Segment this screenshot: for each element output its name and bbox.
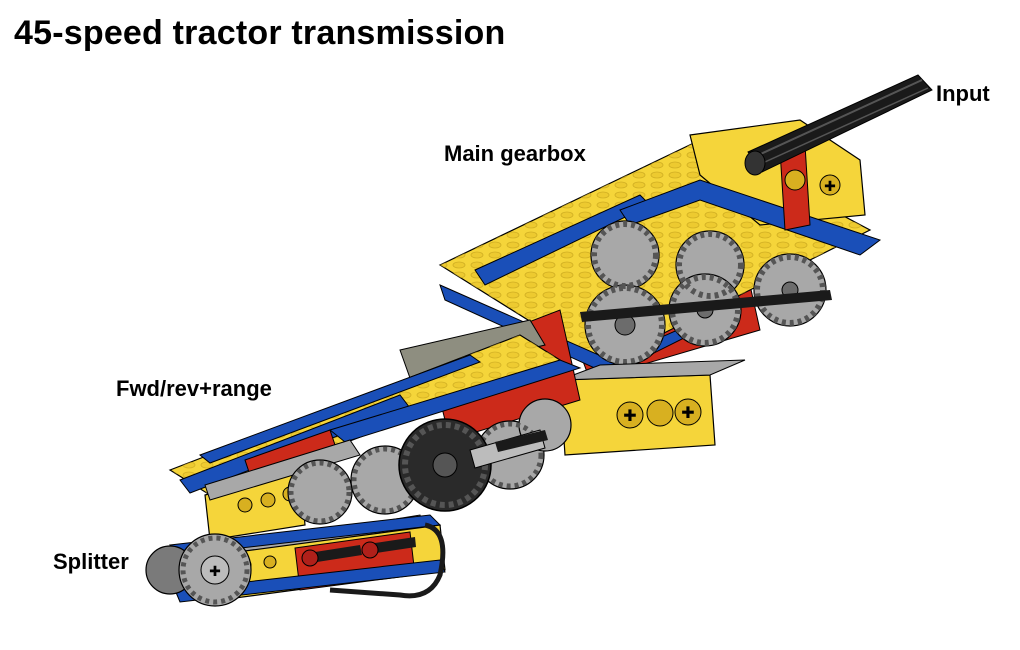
splitter-section: ✚ xyxy=(145,514,446,607)
diagram-title: 45-speed tractor transmission xyxy=(14,14,506,52)
main-gearbox: ✚ ✚ ✚ xyxy=(438,119,882,456)
input-shaft xyxy=(744,74,933,176)
svg-text:✚: ✚ xyxy=(623,406,636,425)
fwd-rev-range-label: Fwd/rev+range xyxy=(116,376,272,401)
fwd-rev-range-section xyxy=(168,309,582,541)
svg-text:✚: ✚ xyxy=(209,564,221,580)
svg-text:✚: ✚ xyxy=(824,179,836,195)
main-gearbox-label: Main gearbox xyxy=(444,141,586,166)
splitter-label: Splitter xyxy=(53,549,129,574)
input-label: Input xyxy=(936,81,990,106)
svg-text:✚: ✚ xyxy=(681,403,694,422)
